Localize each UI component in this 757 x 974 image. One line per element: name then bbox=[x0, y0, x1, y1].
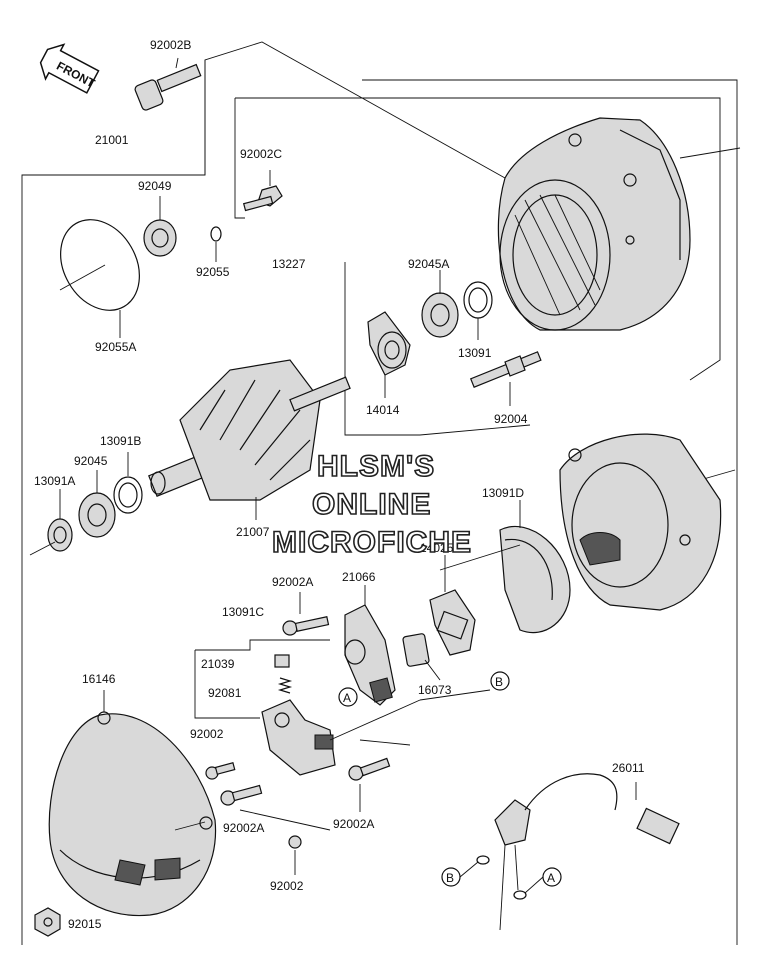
front-arrow: FRONT bbox=[39, 43, 100, 94]
label-13227: 13227 bbox=[272, 257, 306, 271]
label-13091d: 13091D bbox=[482, 486, 524, 500]
label-92055a: 92055A bbox=[95, 340, 136, 354]
watermark-line-1: HLSM'S bbox=[317, 450, 435, 483]
part-labels: 92002B 21001 92002C 92049 92055 92055A 1… bbox=[34, 38, 645, 931]
label-92002a-right: 92002A bbox=[333, 817, 374, 831]
bolt-92015[interactable] bbox=[34, 907, 61, 937]
watermark-line-3: MICROFICHE bbox=[272, 526, 472, 559]
o-ring-92055a[interactable] bbox=[45, 205, 155, 338]
label-16073: 16073 bbox=[418, 683, 452, 697]
rotor-21007[interactable] bbox=[148, 359, 351, 520]
label-92002c: 92002C bbox=[240, 147, 282, 161]
svg-text:B: B bbox=[495, 675, 503, 689]
label-92004: 92004 bbox=[494, 412, 528, 426]
bolt-92002b[interactable] bbox=[134, 57, 202, 111]
label-92055: 92055 bbox=[196, 265, 230, 279]
callout-a-upper: A bbox=[338, 687, 358, 707]
label-92002-left: 92002 bbox=[190, 727, 224, 741]
label-92002a-top: 92002A bbox=[272, 575, 313, 589]
label-92002-bottom: 92002 bbox=[270, 879, 304, 893]
bearing-92049[interactable] bbox=[143, 196, 177, 257]
label-13091a: 13091A bbox=[34, 474, 75, 488]
label-21066: 21066 bbox=[342, 570, 376, 584]
alternator-cover-outer bbox=[559, 433, 722, 611]
label-13091b: 13091B bbox=[100, 434, 141, 448]
brush-plate bbox=[261, 689, 491, 776]
label-92045: 92045 bbox=[74, 454, 108, 468]
brush-holder-14025[interactable] bbox=[429, 544, 521, 656]
brush-21039[interactable] bbox=[274, 654, 290, 668]
label-92002b: 92002B bbox=[150, 38, 191, 52]
label-21007: 21007 bbox=[236, 525, 270, 539]
stud-92004[interactable] bbox=[469, 351, 542, 406]
label-92002a-left: 92002A bbox=[223, 821, 264, 835]
label-92049: 92049 bbox=[138, 179, 172, 193]
svg-text:A: A bbox=[547, 871, 555, 885]
bolt-92002a-top[interactable] bbox=[282, 592, 330, 636]
bolt-92002-left[interactable] bbox=[205, 762, 236, 780]
bearing-92045a[interactable] bbox=[421, 270, 459, 338]
brush-16073[interactable] bbox=[402, 633, 441, 681]
collar-13091[interactable] bbox=[463, 281, 493, 340]
label-13091c: 13091C bbox=[222, 605, 264, 619]
label-14014: 14014 bbox=[366, 403, 400, 417]
assembly-frame-lines bbox=[21, 41, 741, 945]
callout-b-lower: B bbox=[441, 867, 461, 887]
bolt-92002-bottom[interactable] bbox=[239, 809, 331, 875]
label-16146: 16146 bbox=[82, 672, 116, 686]
stator-housing-21001[interactable] bbox=[497, 117, 691, 331]
label-92081: 92081 bbox=[208, 686, 242, 700]
collar-14014[interactable] bbox=[367, 311, 411, 398]
watermark-line-2: ONLINE bbox=[312, 488, 431, 521]
svg-text:A: A bbox=[343, 691, 351, 705]
callout-b-upper: B bbox=[490, 671, 510, 691]
label-21039: 21039 bbox=[201, 657, 235, 671]
label-92015: 92015 bbox=[68, 917, 102, 931]
callout-a-lower: A bbox=[542, 867, 562, 887]
bearing-92045[interactable] bbox=[78, 470, 116, 538]
collar-13091d[interactable] bbox=[499, 500, 571, 634]
collar-13091b[interactable] bbox=[113, 452, 143, 514]
label-13091: 13091 bbox=[458, 346, 492, 360]
bolt-92002c[interactable] bbox=[242, 170, 283, 212]
label-14025: 14025 bbox=[420, 541, 454, 555]
spring-92081[interactable] bbox=[277, 677, 293, 694]
lead-wire-26011[interactable] bbox=[459, 773, 680, 931]
svg-text:B: B bbox=[446, 871, 454, 885]
label-26011: 26011 bbox=[612, 761, 645, 775]
circlip-92055[interactable] bbox=[210, 226, 222, 262]
regulator-21066[interactable] bbox=[344, 585, 396, 706]
watermark: HLSM'S ONLINE MICROFICHE bbox=[271, 449, 472, 560]
label-92045a: 92045A bbox=[408, 257, 449, 271]
label-21001: 21001 bbox=[95, 133, 129, 147]
cover-16146[interactable] bbox=[48, 690, 217, 917]
collar-13091a[interactable] bbox=[29, 489, 73, 556]
bolt-92002a-right[interactable] bbox=[348, 757, 391, 812]
bolt-92002a-left[interactable] bbox=[220, 784, 263, 806]
